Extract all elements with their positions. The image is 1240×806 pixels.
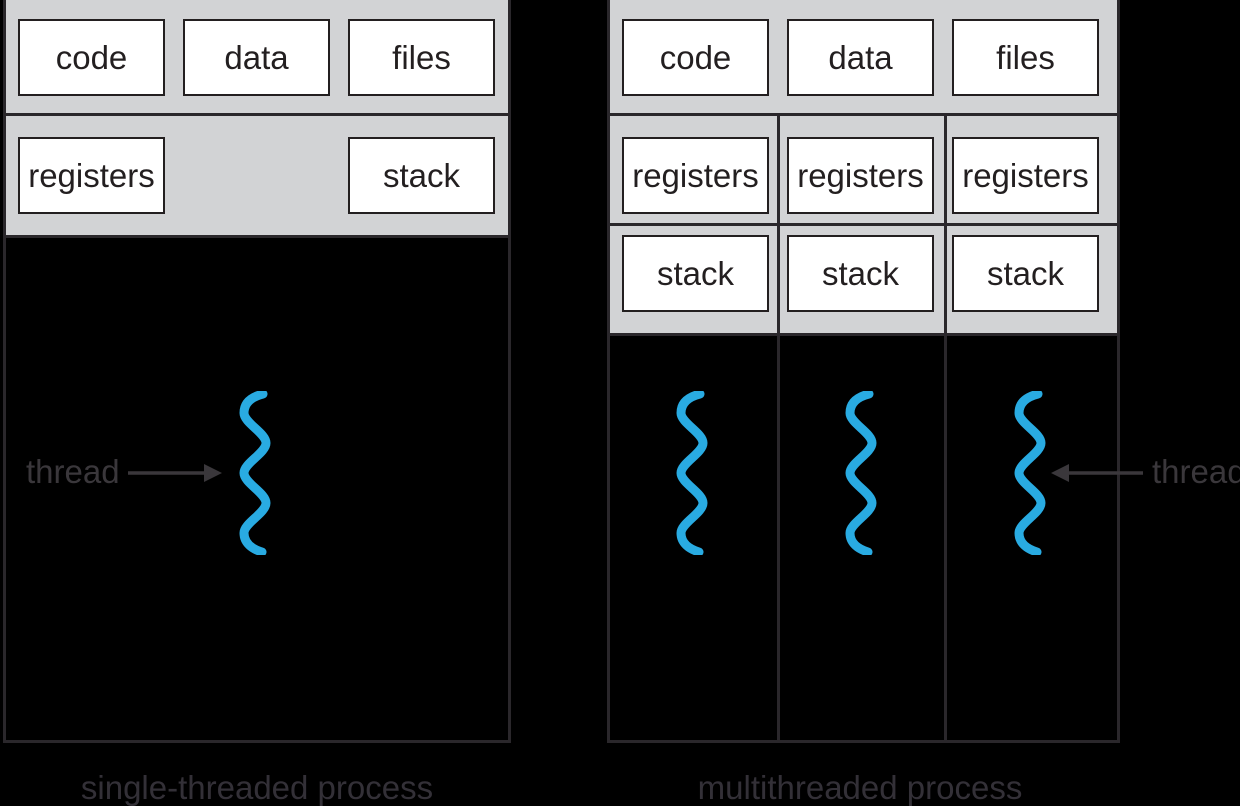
data-label: data — [828, 38, 893, 76]
column-divider — [777, 116, 780, 740]
thread-label: thread — [1152, 453, 1240, 490]
arrow-right-icon — [128, 464, 222, 482]
data-label: data — [224, 38, 289, 76]
registers-label: registers — [28, 156, 155, 194]
data-box: data — [183, 19, 330, 96]
code-data-files-band: code data files — [6, 0, 508, 116]
registers-box: registers — [787, 137, 934, 214]
code-data-files-band: code data files — [610, 0, 1117, 116]
stack-box: stack — [622, 235, 769, 312]
column-divider — [944, 116, 947, 740]
registers-box: registers — [952, 137, 1099, 214]
arrow-left-icon — [1051, 464, 1143, 482]
single-threaded-process-panel: code data files registers stack — [3, 0, 511, 743]
code-box: code — [18, 19, 165, 96]
stack-box: stack — [952, 235, 1099, 312]
thread-squiggle-icon — [676, 391, 708, 555]
stack-box: stack — [348, 137, 495, 214]
stack-band: stack stack stack — [610, 226, 1117, 336]
registers-label: registers — [797, 156, 924, 194]
thread-squiggle-icon — [1014, 391, 1046, 555]
thread-label: thread — [26, 453, 120, 490]
files-label: files — [392, 38, 451, 76]
registers-label: registers — [962, 156, 1089, 194]
stack-label: stack — [382, 156, 461, 194]
registers-box: registers — [18, 137, 165, 214]
registers-box: registers — [622, 137, 769, 214]
code-box: code — [622, 19, 769, 96]
stack-label: stack — [986, 254, 1065, 292]
data-box: data — [787, 19, 934, 96]
files-box: files — [952, 19, 1099, 96]
stack-label: stack — [656, 254, 735, 292]
registers-stack-band: registers stack — [6, 116, 508, 238]
code-label: code — [55, 38, 128, 76]
thread-squiggle-icon — [845, 391, 877, 555]
thread-squiggle-icon — [239, 391, 271, 555]
files-box: files — [348, 19, 495, 96]
registers-label: registers — [632, 156, 759, 194]
code-label: code — [659, 38, 732, 76]
single-threaded-caption: single-threaded process — [80, 769, 434, 806]
stack-label: stack — [821, 254, 900, 292]
stack-box: stack — [787, 235, 934, 312]
registers-band: registers registers registers — [610, 116, 1117, 226]
files-label: files — [996, 38, 1055, 76]
multithreaded-process-panel: code data files registers registers regi… — [607, 0, 1120, 743]
multithreaded-caption: multithreaded process — [697, 769, 1023, 806]
